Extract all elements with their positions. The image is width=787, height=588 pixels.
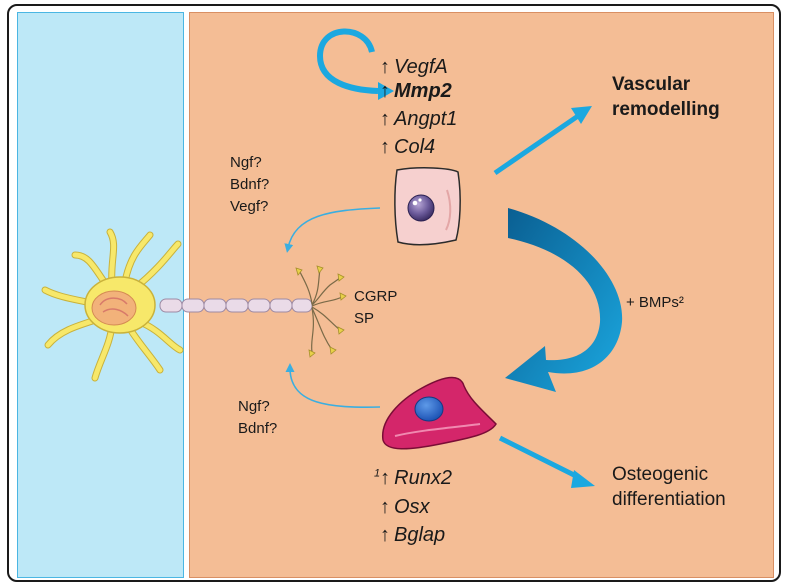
vascular-arrowhead bbox=[571, 106, 592, 124]
gene-angpt1: ↑Angpt1 bbox=[380, 108, 458, 130]
autocrine-loop-arrow bbox=[316, 28, 379, 94]
pericyte-to-neuron-arrow bbox=[284, 207, 381, 253]
gene-mmp2: ↑Mmp2 bbox=[380, 80, 452, 102]
gene-runx2: 1↑Runx2 bbox=[374, 467, 452, 489]
bmp-label: + BMPs² bbox=[626, 294, 684, 311]
osteogenic-arrow bbox=[498, 435, 582, 481]
vascular-arrow bbox=[493, 113, 580, 176]
factors-bottom-list: Ngf? Bdnf? bbox=[238, 398, 278, 437]
peach-panel bbox=[189, 12, 774, 578]
vascular-remodelling-label: Vascular remodelling bbox=[612, 74, 720, 120]
gene-col4: ↑Col4 bbox=[380, 136, 436, 158]
autocrine-loop-arrowhead bbox=[378, 82, 394, 100]
gene-osx: ↑Osx bbox=[380, 496, 430, 518]
factors-top-list: Ngf? Bdnf? Vegf? bbox=[230, 154, 270, 215]
gene-bglap: ↑Bglap bbox=[380, 524, 446, 546]
osteogenic-differentiation-label: Osteogenic differentiation bbox=[612, 464, 726, 510]
neuron bbox=[41, 228, 347, 382]
gene-vegfa: ↑VegfA bbox=[380, 56, 448, 78]
osteoblast-to-neuron-arrow bbox=[285, 363, 381, 408]
osteoblast-cell bbox=[382, 376, 497, 450]
pericyte-cell bbox=[394, 167, 461, 246]
neuropeptide-list: CGRP SP bbox=[354, 288, 398, 327]
osteogenic-arrowhead bbox=[571, 470, 595, 488]
bmp-curved-arrow bbox=[505, 208, 623, 392]
